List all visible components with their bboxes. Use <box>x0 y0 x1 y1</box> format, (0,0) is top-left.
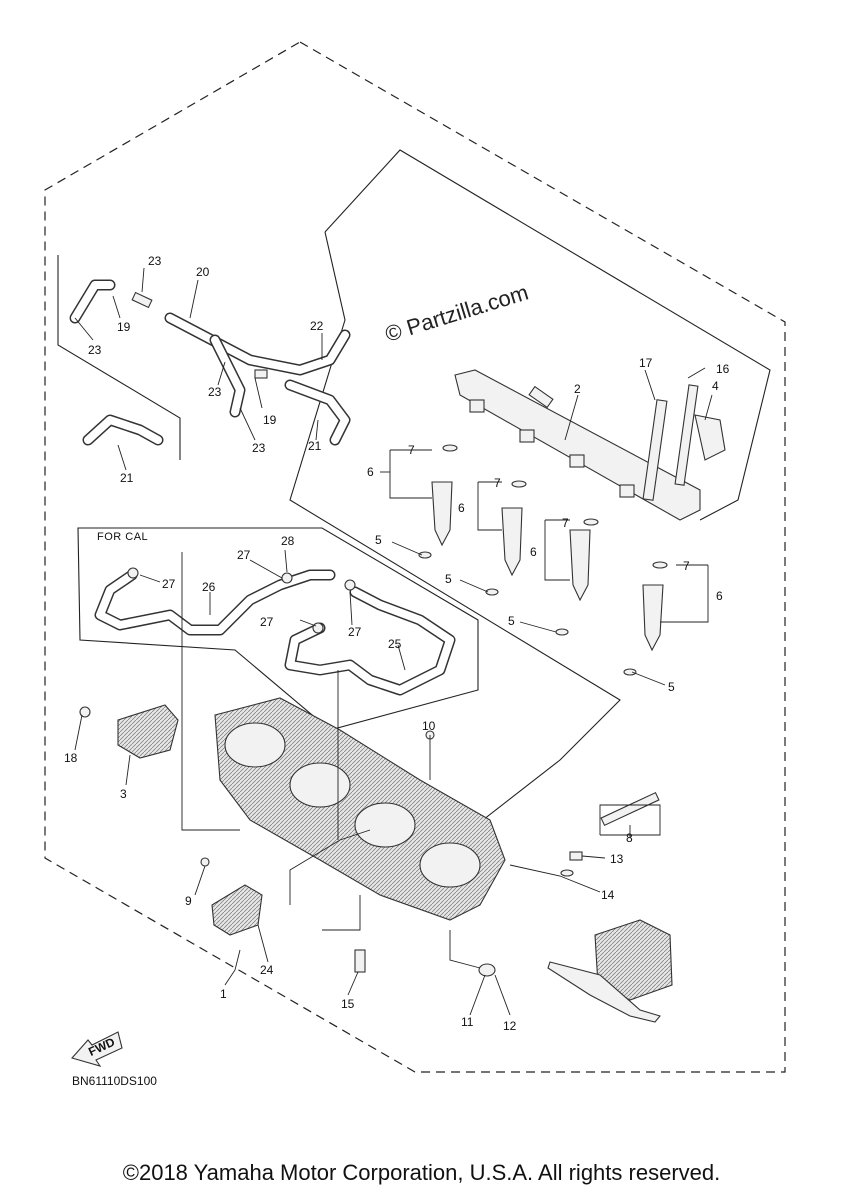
callout-7a: 7 <box>408 443 415 457</box>
callouts: 1 2 3 4 5 5 5 5 6 6 6 6 7 7 7 7 8 9 10 1… <box>64 254 730 1033</box>
callout-8: 8 <box>626 831 633 845</box>
part-8 <box>600 791 660 827</box>
callout-6b: 6 <box>458 501 465 515</box>
callout-27b: 27 <box>237 548 251 562</box>
screws-13-14 <box>560 851 583 877</box>
for-cal-label: FOR CAL <box>97 531 148 543</box>
hose-group-outline <box>57 255 181 460</box>
watermark: © Partzilla.com <box>382 280 531 347</box>
callout-7d: 7 <box>683 559 690 573</box>
callout-15: 15 <box>341 997 355 1011</box>
callout-23c: 23 <box>208 385 222 399</box>
cover-plate <box>547 919 673 1023</box>
canister-hoses <box>94 567 456 696</box>
fuel-rail <box>454 369 701 521</box>
callout-9: 9 <box>185 894 192 908</box>
callout-6d: 6 <box>716 589 723 603</box>
callout-23a: 23 <box>148 254 162 268</box>
callout-19a: 19 <box>117 320 131 334</box>
callout-7b: 7 <box>494 476 501 490</box>
callout-10: 10 <box>422 719 436 733</box>
callout-3: 3 <box>120 787 127 801</box>
rail-group-outline <box>324 149 771 521</box>
callout-5c: 5 <box>508 614 515 628</box>
rail-group-outline-lower <box>289 231 621 831</box>
callout-18: 18 <box>64 751 78 765</box>
callout-21b: 21 <box>308 439 322 453</box>
callout-4: 4 <box>712 379 719 393</box>
callout-22: 22 <box>310 319 324 333</box>
callout-11: 11 <box>461 1015 474 1029</box>
callout-28: 28 <box>281 534 295 548</box>
callout-27d: 27 <box>348 625 362 639</box>
leader-lines <box>74 267 713 1016</box>
callout-5d: 5 <box>668 680 675 694</box>
callout-6c: 6 <box>530 545 537 559</box>
sensor-24 <box>200 857 263 936</box>
assembly-boundary <box>44 41 786 1073</box>
callout-13: 13 <box>610 852 624 866</box>
callout-20: 20 <box>196 265 210 279</box>
callout-27a: 27 <box>162 577 176 591</box>
callout-2: 2 <box>574 382 581 396</box>
callout-12: 12 <box>503 1019 517 1033</box>
for-cal-box <box>77 527 479 731</box>
bolt-15 <box>354 949 366 973</box>
callout-27c: 27 <box>260 615 274 629</box>
callout-19b: 19 <box>263 413 277 427</box>
fwd-arrow-icon: FWD <box>71 1031 123 1067</box>
callout-16: 16 <box>716 362 730 376</box>
copyright-notice: ©2018 Yamaha Motor Corporation, U.S.A. A… <box>122 1160 721 1185</box>
part-11-12 <box>478 963 496 977</box>
injectors <box>418 444 668 676</box>
callout-26: 26 <box>202 580 216 594</box>
throttle-body <box>214 697 506 921</box>
callout-23b: 23 <box>88 343 102 357</box>
rail-pipes <box>642 384 726 501</box>
callout-25: 25 <box>388 637 402 651</box>
diagram-code: BN61110DS100 <box>72 1074 157 1088</box>
callout-17: 17 <box>639 356 653 370</box>
sensor-3 <box>79 704 179 759</box>
callout-21a: 21 <box>120 471 134 485</box>
callout-14: 14 <box>601 888 615 902</box>
callout-1: 1 <box>220 987 227 1001</box>
callout-5a: 5 <box>375 533 382 547</box>
callout-6a: 6 <box>367 465 374 479</box>
breather-hose-group <box>69 279 351 446</box>
callout-23d: 23 <box>252 441 266 455</box>
callout-24: 24 <box>260 963 274 977</box>
callout-7c: 7 <box>562 516 569 530</box>
callout-5b: 5 <box>445 572 452 586</box>
